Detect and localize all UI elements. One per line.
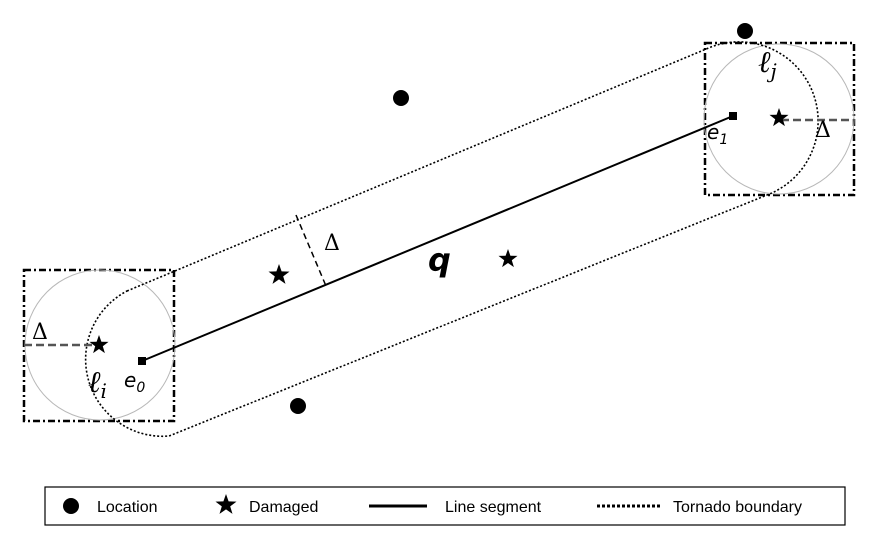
tornado-boundary (84, 41, 819, 438)
location-point (737, 23, 753, 39)
legend-tornado-boundary-label: Tornado boundary (673, 499, 802, 516)
label-e0: e0 (124, 368, 145, 396)
label-q: q (428, 241, 451, 279)
legend: Location Damaged Line segment Tornado bo… (44, 486, 846, 526)
legend-damaged-label: Damaged (249, 499, 318, 516)
location-point (393, 90, 409, 106)
legend-location-icon (63, 498, 79, 514)
legend-location-label: Location (97, 499, 158, 516)
label-l-i: ℓi (88, 365, 107, 403)
damaged-star-icon (769, 108, 789, 127)
damaged-star-icon (498, 249, 518, 268)
label-l-j: ℓj (758, 45, 777, 83)
legend-damaged-icon (215, 494, 237, 514)
legend-line-segment-label: Line segment (445, 499, 542, 516)
line-segment-q (141, 115, 734, 362)
label-e1: e1 (707, 120, 728, 148)
endpoint-e1 (729, 112, 737, 120)
delta-mid-marker (295, 214, 327, 287)
label-delta-left: Δ (32, 320, 48, 345)
label-delta-right: Δ (815, 118, 831, 143)
location-point (290, 398, 306, 414)
damaged-star-icon (268, 264, 290, 284)
endpoint-e0 (138, 357, 146, 365)
damaged-star-icon (89, 335, 109, 354)
legend-box (44, 486, 846, 526)
label-delta-mid: Δ (324, 231, 340, 256)
